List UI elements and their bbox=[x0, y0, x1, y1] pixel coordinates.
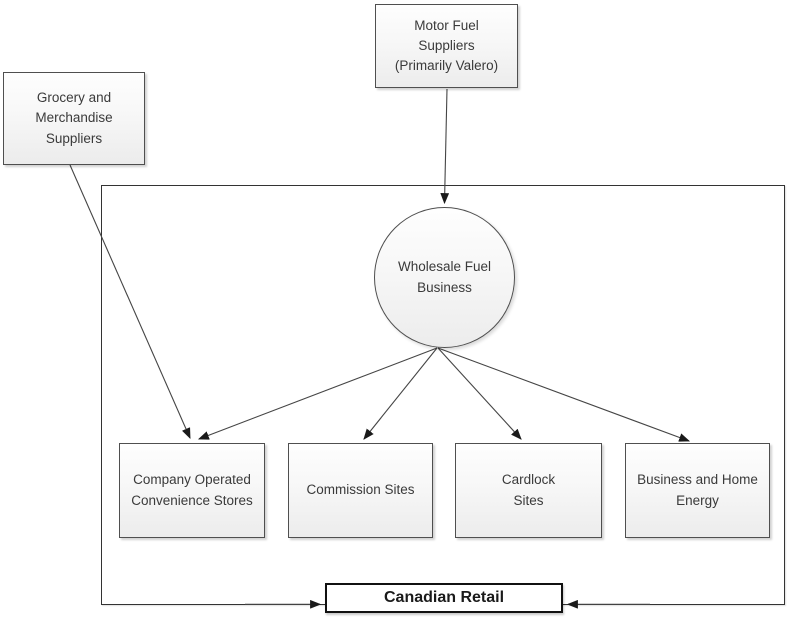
node-business-home-energy-label: Business and Home Energy bbox=[637, 472, 758, 508]
node-canadian-retail: Canadian Retail bbox=[325, 583, 563, 613]
node-wholesale-fuel-business: Wholesale Fuel Business bbox=[374, 207, 515, 348]
node-cardlock-sites-label: Cardlock Sites bbox=[501, 472, 556, 508]
node-canadian-retail-label: Canadian Retail bbox=[383, 589, 505, 606]
node-company-operated-convenience-stores: Company Operated Convenience Stores bbox=[119, 443, 265, 538]
node-motor-fuel-suppliers-label: Motor Fuel Suppliers (Primarily Valero) bbox=[394, 17, 499, 74]
node-commission-sites-label: Commission Sites bbox=[306, 482, 415, 498]
node-company-operated-convenience-stores-label: Company Operated Convenience Stores bbox=[131, 472, 253, 508]
edge-motor-fuel-to-wholesale bbox=[440, 88, 450, 205]
node-grocery-merchandise-suppliers-label: Grocery and Merchandise Suppliers bbox=[35, 90, 113, 146]
edge-wholesale-to-cardlock bbox=[437, 347, 522, 440]
node-wholesale-fuel-business-label: Wholesale Fuel Business bbox=[397, 259, 492, 295]
node-motor-fuel-suppliers: Motor Fuel Suppliers (Primarily Valero) bbox=[375, 4, 518, 88]
edge-wholesale-to-energy bbox=[437, 347, 691, 442]
node-grocery-merchandise-suppliers: Grocery and Merchandise Suppliers bbox=[3, 72, 145, 165]
node-commission-sites: Commission Sites bbox=[288, 443, 433, 538]
edge-wholesale-to-convenience bbox=[197, 347, 438, 440]
node-cardlock-sites: Cardlock Sites bbox=[455, 443, 602, 538]
edge-grocery-to-convenience bbox=[69, 164, 191, 440]
edge-wholesale-to-commission bbox=[363, 347, 438, 440]
node-business-home-energy: Business and Home Energy bbox=[625, 443, 770, 538]
